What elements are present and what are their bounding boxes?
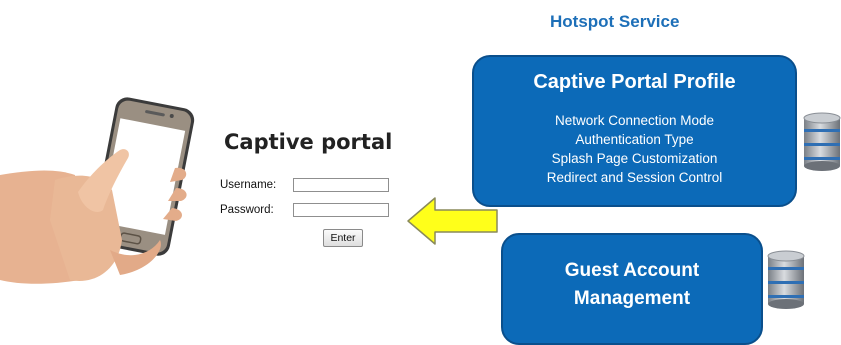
profile-box-title: Captive Portal Profile bbox=[533, 71, 736, 93]
profile-item: Redirect and Session Control bbox=[546, 170, 723, 185]
captive-portal-form: Captive portal Username: Password: Enter bbox=[210, 122, 400, 257]
portal-title: Captive portal bbox=[224, 130, 393, 154]
password-label: Password: bbox=[220, 204, 274, 216]
username-label: Username: bbox=[220, 179, 277, 191]
arrow-left-icon bbox=[407, 197, 498, 245]
profile-item: Network Connection Mode bbox=[554, 113, 715, 128]
profile-item: Splash Page Customization bbox=[551, 151, 718, 166]
hand-holding-smartphone-icon bbox=[0, 97, 195, 284]
database-icon bbox=[803, 112, 841, 171]
username-input[interactable] bbox=[293, 178, 389, 192]
enter-button[interactable]: Enter bbox=[323, 229, 363, 247]
guest-box-title: Guest Account Management bbox=[564, 260, 700, 309]
password-input[interactable] bbox=[293, 203, 389, 217]
database-icon bbox=[767, 250, 805, 309]
hotspot-service-heading: Hotspot Service bbox=[550, 12, 680, 31]
captive-portal-profile-box: Captive Portal Profile Network Connectio… bbox=[472, 55, 797, 207]
profile-settings-list: Network Connection Mode Authentication T… bbox=[474, 111, 795, 187]
profile-item: Authentication Type bbox=[575, 132, 694, 147]
guest-account-management-box: Guest Account Management bbox=[501, 233, 763, 345]
